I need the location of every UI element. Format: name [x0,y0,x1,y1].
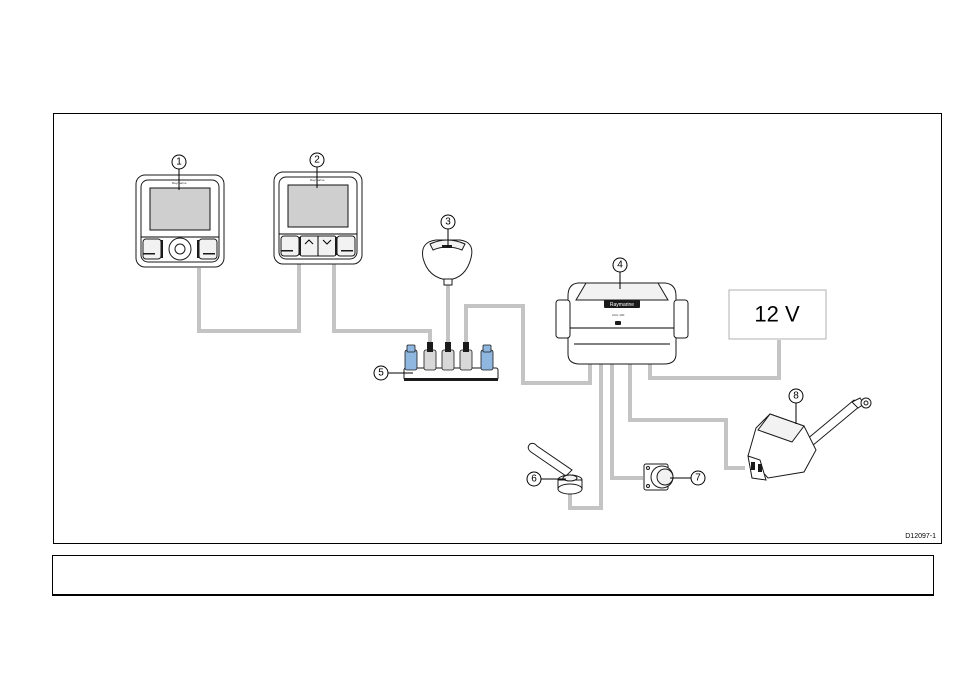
controller-a-screen [150,188,210,230]
controller-b-left-button [281,236,299,256]
bulkhead-connector-icon [644,464,673,490]
callout-6-number: 6 [531,474,537,485]
acu-model: ACU-100 [612,313,625,317]
callout-8-number: 8 [793,391,799,402]
controller-a-icon: Raymarine [136,175,224,267]
caption-box [52,555,934,596]
acu-icon: Raymarine ACU-100 [556,283,688,364]
callout-1-number: 1 [176,157,182,168]
callout-3-number: 3 [445,217,451,228]
controller-a-left-button [143,239,161,259]
callout-5-number: 5 [378,368,384,379]
callout-2-number: 2 [314,155,320,166]
controller-b-screen [288,185,348,227]
power-label: 12 V [754,302,800,327]
callout-4-number: 4 [617,260,623,271]
controller-a-right-button [199,239,217,259]
acu-brand: Raymarine [610,302,634,308]
callout-7-number: 7 [695,473,701,484]
reference-code: D12097-1 [905,533,936,540]
controller-b-right-button [337,236,355,256]
controller-b-icon: Raymarine [274,172,362,264]
power-supply-icon: 12 V [729,290,826,339]
